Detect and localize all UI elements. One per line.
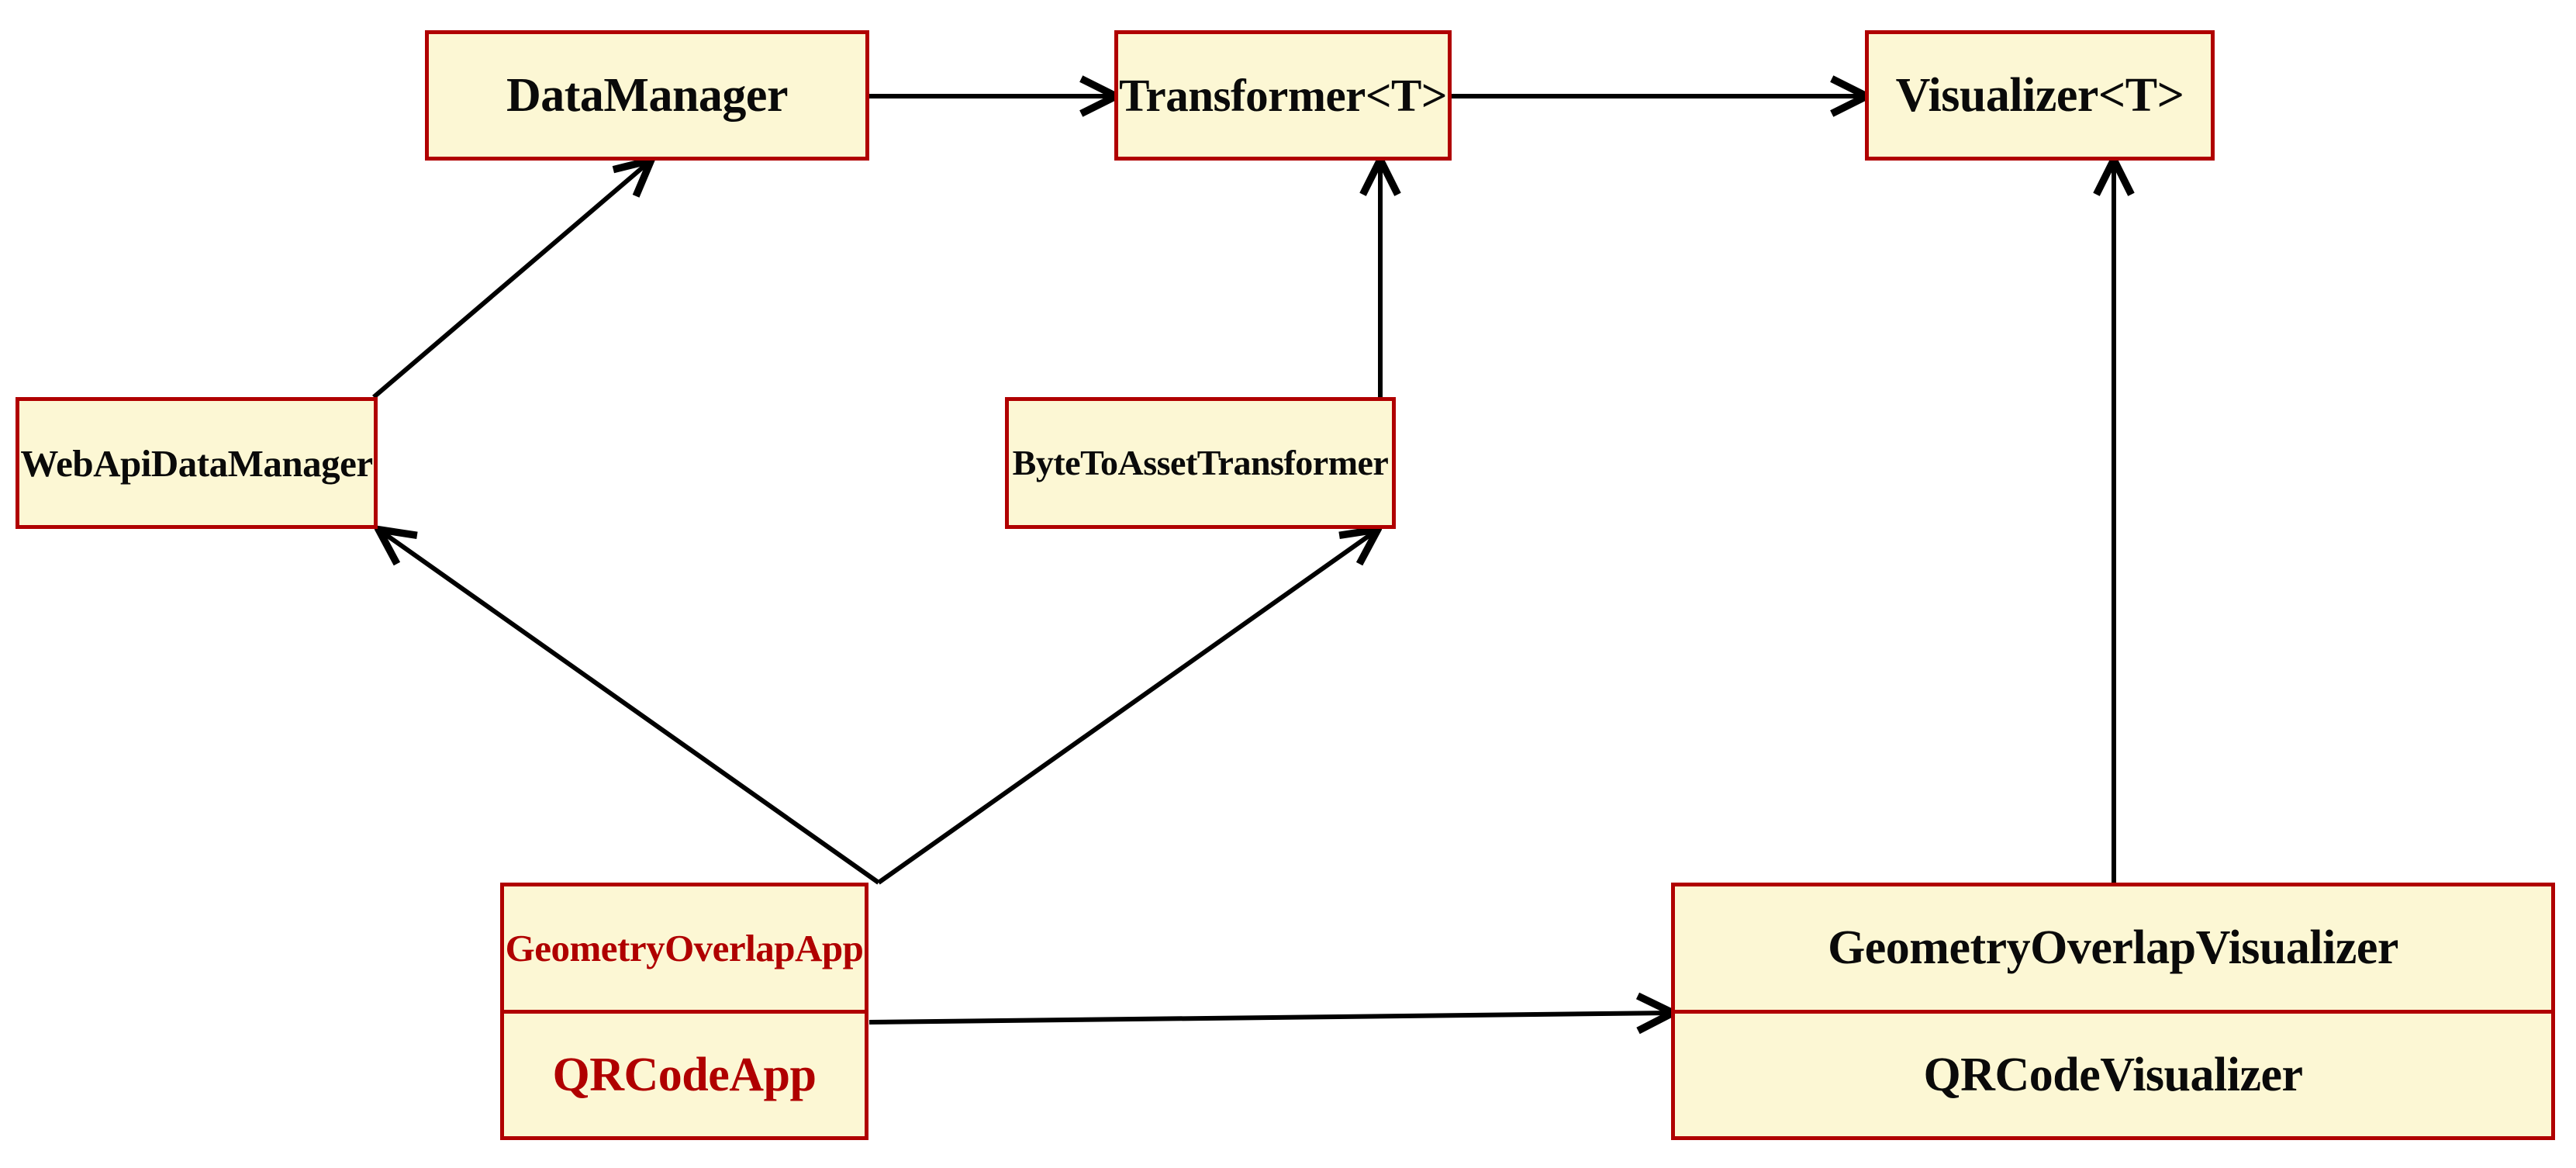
class-name-label: ByteToAssetTransformer: [1012, 443, 1389, 482]
class-node-transformer[interactable]: Transformer<T>: [1114, 30, 1452, 161]
class-node-byte-to-asset-transformer[interactable]: ByteToAssetTransformer: [1005, 397, 1396, 529]
class-name-label: GeometryOverlapApp: [505, 926, 864, 969]
class-name-label: GeometryOverlapVisualizer: [1828, 921, 2398, 975]
class-node-web-api-data-manager[interactable]: WebApiDataManager: [16, 397, 378, 529]
edge-appgroup-to-visualizergroup: [868, 1013, 1671, 1022]
edge-appgroup-to-bytetoassettransformer: [877, 530, 1376, 885]
edge-appgroup-to-webapidatamanager: [380, 530, 880, 885]
class-name-label: Transformer<T>: [1119, 69, 1447, 121]
class-node-data-manager[interactable]: DataManager: [425, 30, 869, 161]
class-name-label: QRCodeApp: [504, 1009, 865, 1137]
class-node-visualizer[interactable]: Visualizer<T>: [1865, 30, 2215, 161]
edge-webapidatamanager-to-datamanager: [372, 161, 650, 399]
class-name-label: WebApiDataManager: [20, 441, 373, 485]
class-name-label: Visualizer<T>: [1895, 69, 2184, 122]
class-name-label: DataManager: [506, 69, 788, 122]
class-name-label: QRCodeVisualizer: [1675, 1009, 2551, 1137]
